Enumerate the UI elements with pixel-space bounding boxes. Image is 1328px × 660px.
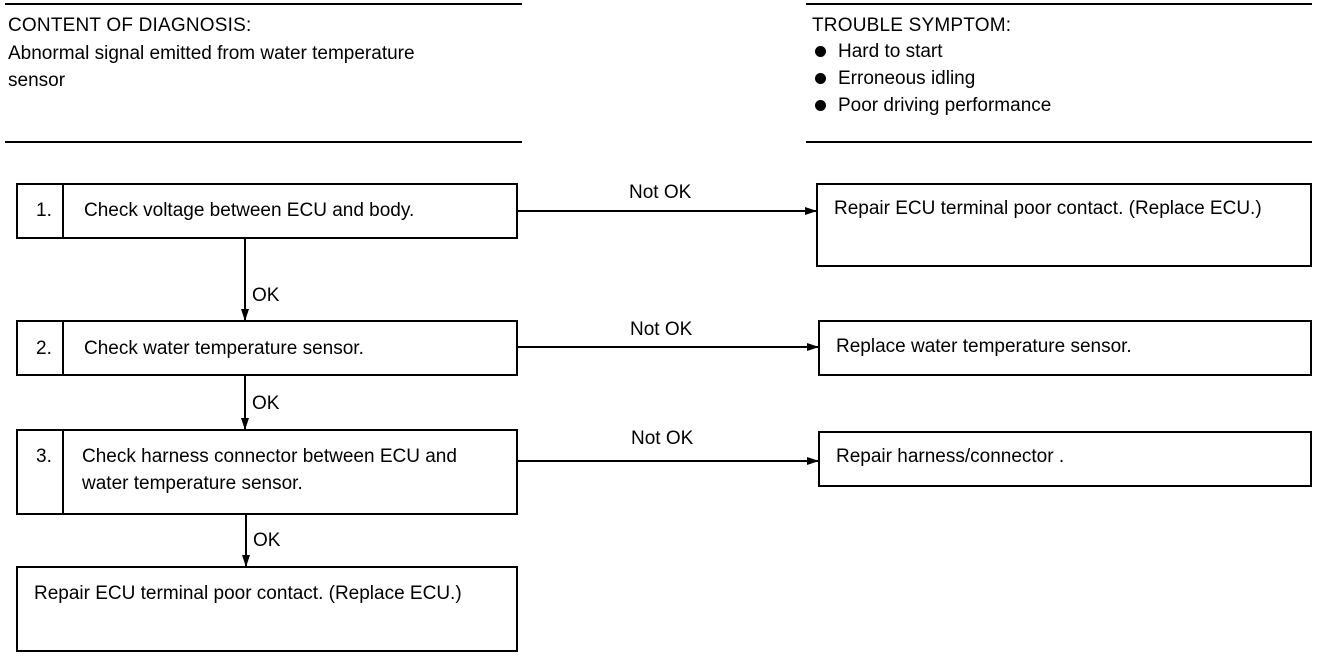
symptom-item-text: Hard to start — [838, 41, 943, 62]
symptom-top-rule — [806, 3, 1312, 5]
step-text: Check water temperature sensor. — [84, 338, 364, 359]
not-ok-label: Not OK — [631, 428, 694, 449]
ok-label: OK — [252, 393, 280, 414]
diagnosis-text: Abnormal signal emitted from water tempe… — [8, 43, 415, 91]
symptom-list: Hard to start Erroneous idling Poor driv… — [813, 38, 1051, 119]
not-ok-label: Not OK — [629, 182, 692, 203]
diagnosis-bottom-rule — [5, 141, 522, 143]
step-1-box: 1. Check voltage between ECU and body. — [16, 183, 518, 239]
action-text: Repair ECU terminal poor contact. (Repla… — [834, 198, 1262, 219]
step-number: 1. — [18, 185, 64, 237]
final-action-text: Repair ECU terminal poor contact. (Repla… — [34, 583, 462, 604]
ok-label: OK — [252, 285, 280, 306]
not-ok-label: Not OK — [630, 319, 693, 340]
bullet-icon — [815, 73, 826, 84]
symptom-title: TROUBLE SYMPTOM: — [812, 15, 1012, 36]
symptom-bottom-rule — [806, 141, 1312, 143]
symptom-item: Poor driving performance — [813, 92, 1051, 119]
step-text: Check voltage between ECU and body. — [84, 200, 415, 221]
step-2-box: 2. Check water temperature sensor. — [16, 320, 518, 376]
symptom-item: Erroneous idling — [813, 65, 1051, 92]
action-3-box: Repair harness/connector . — [818, 431, 1312, 487]
action-1-box: Repair ECU terminal poor contact. (Repla… — [816, 183, 1312, 267]
step-3-box: 3. Check harness connector between ECU a… — [16, 429, 518, 515]
step-number: 2. — [18, 322, 64, 374]
diagnosis-top-rule — [5, 3, 522, 5]
step-text: Check harness connector between ECU and … — [82, 446, 457, 494]
action-text: Replace water temperature sensor. — [836, 336, 1132, 357]
action-text: Repair harness/connector . — [836, 446, 1065, 467]
ok-label: OK — [253, 530, 281, 551]
symptom-item-text: Poor driving performance — [838, 95, 1052, 116]
symptom-item: Hard to start — [813, 38, 1051, 65]
diagnosis-title: CONTENT OF DIAGNOSIS: — [8, 15, 252, 36]
action-2-box: Replace water temperature sensor. — [818, 320, 1312, 376]
step-number: 3. — [18, 431, 64, 513]
bullet-icon — [815, 100, 826, 111]
symptom-item-text: Erroneous idling — [838, 68, 976, 89]
bullet-icon — [815, 46, 826, 57]
final-action-box: Repair ECU terminal poor contact. (Repla… — [16, 566, 518, 652]
